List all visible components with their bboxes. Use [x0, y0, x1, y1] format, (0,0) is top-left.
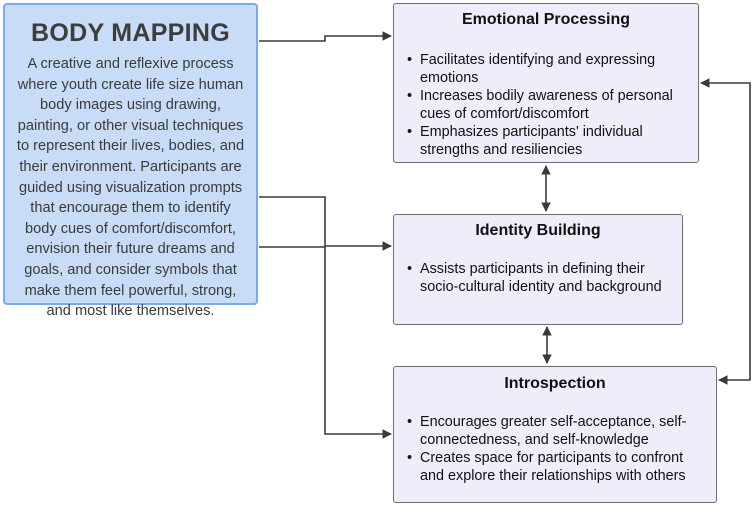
body-mapping-box: BODY MAPPING A creative and reflexive pr… [3, 3, 258, 319]
emotional-processing-box: Emotional Processing Facilitates identif… [393, 3, 699, 163]
connector-emotional-introspection [700, 78, 751, 385]
identity-building-title: Identity Building [475, 222, 601, 239]
connector-main-to-introspection [259, 246, 392, 439]
list-item: Increases bodily awareness of personal c… [404, 87, 688, 123]
body-mapping-description: A creative and reflexive process where y… [16, 56, 245, 320]
emotional-processing-list: Facilitates identifying and expressing e… [404, 51, 688, 159]
emotional-processing-title: Emotional Processing [461, 11, 631, 28]
list-item: Assists participants in defining their s… [404, 260, 672, 296]
introspection-title: Introspection [504, 375, 606, 392]
list-item: Creates space for participants to confro… [404, 449, 706, 485]
introspection-box: Introspection Encourages greater self-ac… [393, 366, 717, 503]
list-item: Encourages greater self-acceptance, self… [404, 413, 706, 449]
list-item: Emphasizes participants' individual stre… [404, 123, 688, 159]
identity-building-list: Assists participants in defining their s… [404, 260, 672, 296]
connector-main-to-emotional [259, 31, 392, 42]
list-item: Facilitates identifying and expressing e… [404, 51, 688, 87]
body-mapping-title: BODY MAPPING [31, 19, 230, 47]
identity-building-box: Identity Building Assists participants i… [393, 214, 683, 325]
introspection-list: Encourages greater self-acceptance, self… [404, 413, 706, 485]
connector-main-to-identity [259, 196, 392, 251]
